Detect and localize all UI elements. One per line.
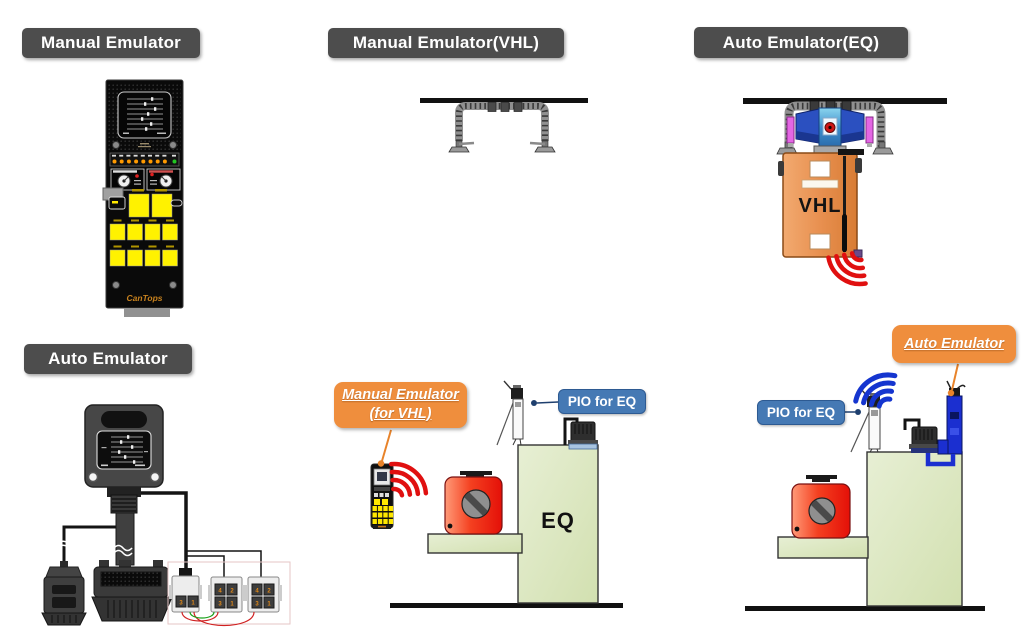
vhl-hanger-on-rail — [420, 98, 588, 153]
pin-connector-2: 4 2 3 1 — [208, 576, 245, 613]
hanger-foot-left — [448, 140, 475, 153]
ribbon-cable — [115, 512, 135, 566]
head-slider-plate — [96, 430, 152, 470]
vhl-box-antenna — [843, 156, 846, 252]
callout-pointer-dot — [947, 389, 955, 397]
vhl-box-handle-left — [778, 161, 784, 176]
eq-column — [866, 451, 963, 607]
right-scene — [745, 363, 985, 611]
vhl-box-label: VHL — [799, 195, 842, 217]
shelf — [427, 533, 523, 554]
ground-line — [745, 606, 985, 611]
title-auto-emulator-eq: Auto Emulator(EQ) — [694, 27, 908, 58]
blue-cable — [925, 453, 956, 467]
wireless-signal-blue — [853, 372, 898, 409]
label-pio-for-eq-right: PIO for EQ — [757, 400, 845, 425]
db9-connector — [41, 561, 87, 626]
board-buttons — [108, 189, 183, 267]
title-auto-emulator: Auto Emulator — [24, 344, 192, 374]
callout-line2: (for VHL) — [369, 406, 432, 422]
pin-label: 1 — [267, 602, 271, 608]
vhl-box-handle-right — [855, 158, 862, 173]
pio-sensor-middle — [496, 380, 524, 446]
ground-line — [390, 603, 623, 608]
pin-label: 3 — [179, 601, 183, 607]
hanger-trolley-mechanism — [786, 107, 874, 156]
callout-auto-emulator: Auto Emulator — [892, 325, 1016, 363]
pin-label: 3 — [255, 602, 259, 608]
pointer-line — [536, 401, 559, 404]
rail — [420, 98, 588, 103]
pin-label: 1 — [191, 601, 195, 607]
screw — [112, 141, 120, 149]
wireless-signal-red-down — [826, 251, 868, 287]
auto-emulator-arm — [925, 380, 966, 467]
eq-hanger-on-rail: VHL — [743, 98, 947, 287]
red-machine — [791, 475, 851, 539]
screw-hole — [87, 471, 99, 483]
cable-left — [62, 525, 116, 561]
callout-line1: Manual Emulator — [342, 387, 459, 404]
shelf — [777, 536, 869, 559]
middle-scene: EQ — [370, 380, 623, 608]
pin-label: 1 — [230, 602, 234, 608]
pin-label: 2 — [267, 589, 271, 595]
hanger-foot-left — [776, 141, 798, 155]
auto-emulator-device: 3 1 4 2 3 1 4 2 3 1 — [41, 404, 291, 627]
board-knob-panel-left — [110, 168, 145, 191]
eq-top-connector-right — [903, 418, 940, 453]
eq-top-connector-middle — [563, 417, 598, 450]
vhl-box: VHL — [778, 149, 864, 258]
pointer-dot — [531, 400, 537, 406]
callout-pointer-line — [951, 363, 959, 391]
manual-emulator-remote — [370, 463, 394, 529]
title-manual-emulator: Manual Emulator — [22, 28, 200, 58]
board-brand-text: CanTops — [126, 293, 162, 303]
pin-label: 2 — [230, 589, 234, 595]
cable-right — [141, 491, 188, 570]
hanger-foot-right — [529, 140, 556, 153]
eq-column — [517, 444, 599, 604]
screw — [112, 281, 120, 289]
title-manual-emulator-vhl: Manual Emulator(VHL) — [328, 28, 564, 58]
pin-connector-3: 4 2 3 1 — [245, 576, 282, 613]
pin-label: 3 — [218, 602, 222, 608]
label-pio-for-eq-middle: PIO for EQ — [558, 389, 646, 414]
db-wide-connector — [91, 560, 173, 622]
screw — [169, 141, 177, 149]
screw-hole — [149, 471, 161, 483]
red-machine — [444, 471, 503, 535]
board-logo — [138, 143, 151, 148]
connector-group-frame — [167, 561, 291, 625]
callout-pointer-dot — [377, 460, 385, 467]
board-slider-plate — [117, 91, 172, 139]
eq-label: EQ — [541, 508, 575, 533]
board-bottom-connector — [124, 308, 170, 317]
manual-emulator-board: CanTops — [102, 79, 184, 317]
pointer-dot — [855, 409, 861, 415]
pin-label: 4 — [255, 589, 259, 595]
wireless-signal-red-upright — [388, 461, 429, 498]
hanger-foot-right — [872, 141, 894, 155]
callout-manual-emulator-for-vhl: Manual Emulator (for VHL) — [334, 382, 467, 428]
pin-connector-1: 3 1 — [169, 568, 202, 613]
screw — [169, 281, 177, 289]
callout-pointer-line — [381, 429, 392, 462]
pin-label: 4 — [218, 589, 222, 595]
board-led-strip — [109, 152, 180, 167]
board-knob-panel-right — [146, 168, 181, 191]
callout-line1: Auto Emulator — [904, 335, 1004, 352]
